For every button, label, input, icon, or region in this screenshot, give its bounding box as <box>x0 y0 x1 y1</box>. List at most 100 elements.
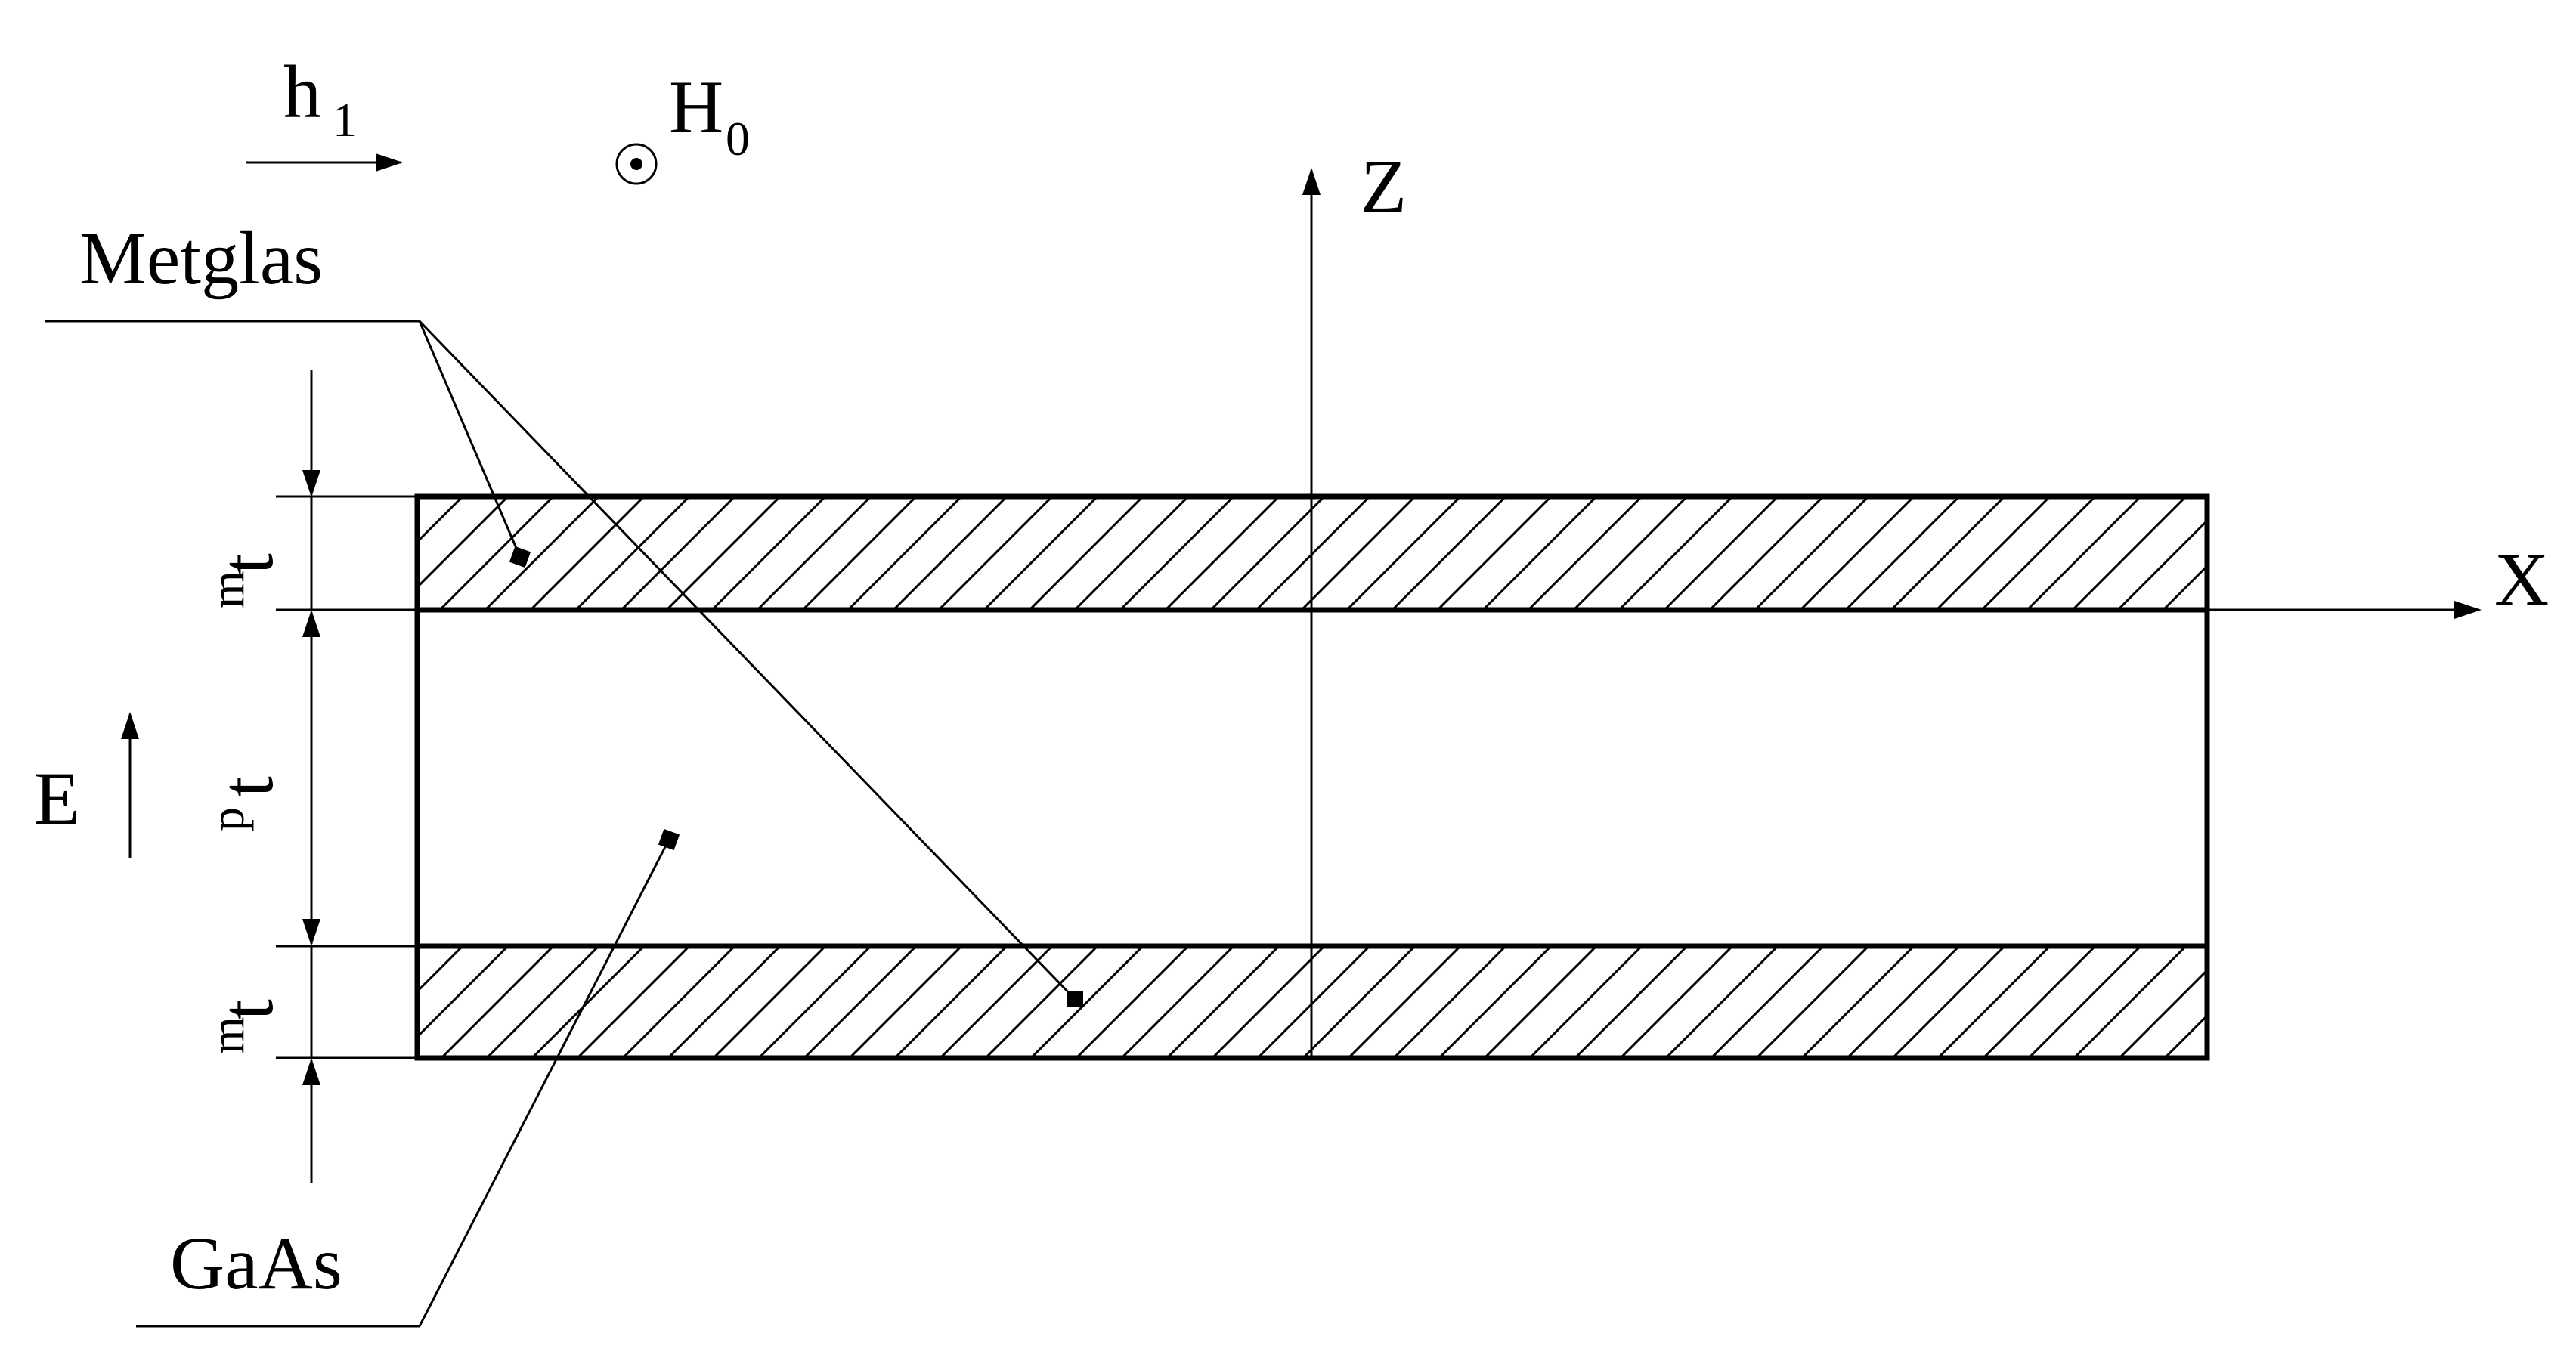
z-axis-label: Z <box>1361 144 1407 228</box>
svg-text:t: t <box>205 776 289 797</box>
metglas-hatch-line <box>1663 496 1779 610</box>
metglas-hatch-line <box>2163 1013 2207 1058</box>
metglas-hatch-line <box>1708 496 1825 610</box>
metglas-hatch-line <box>1937 946 2051 1058</box>
svg-text:t: t <box>205 999 289 1020</box>
metglas-hatch-line <box>939 946 1054 1058</box>
metglas-hatch-line <box>1846 946 1961 1058</box>
metglas-hatch-line <box>1209 496 1326 610</box>
metglas-top-layer <box>414 493 2413 613</box>
svg-text:m: m <box>200 1016 254 1054</box>
metglas-hatch-line <box>1935 496 2051 610</box>
metglas-hatch-line <box>1572 496 1689 610</box>
metglas-hatch-line <box>801 496 918 610</box>
metglas-hatch-line <box>484 496 600 610</box>
gaas-label: GaAs <box>170 1221 342 1305</box>
svg-text:t: t <box>205 553 289 574</box>
e-field-label: E <box>34 756 80 840</box>
metglas-hatch-line <box>2027 946 2142 1058</box>
metglas-hatch-line <box>2118 968 2207 1058</box>
metglas-hatch-line <box>417 946 419 948</box>
metglas-hatch-line <box>1755 946 1870 1058</box>
metglas-hatch-line <box>417 496 464 544</box>
tm-bottom-dim-label: t m <box>200 999 289 1054</box>
metglas-hatch-line <box>1754 496 1870 610</box>
metglas-hatch-line <box>2254 496 2367 610</box>
metglas-hatch-line <box>2299 496 2413 610</box>
metglas-hatch-line <box>576 946 691 1058</box>
metglas-hatch-line <box>1166 946 1280 1058</box>
metglas-bottom-layer <box>414 943 2413 1061</box>
metglas-leader-top <box>418 320 522 558</box>
metglas-hatch-line <box>1075 946 1190 1058</box>
metglas-hatch-line <box>756 496 872 610</box>
metglas-hatch-line <box>2210 946 2322 1058</box>
metglas-hatch-line <box>1891 946 2006 1058</box>
metglas-hatch-line <box>417 946 464 994</box>
gaas-leader <box>418 839 670 1327</box>
metglas-hatch-line <box>2301 946 2413 1058</box>
metglas-label: Metglas <box>79 216 323 300</box>
metglas-hatch-line <box>440 946 555 1058</box>
svg-text:m: m <box>200 571 254 608</box>
metglas-hatch-line <box>937 496 1054 610</box>
metglas-hatch-line <box>1710 946 1825 1058</box>
metglas-hatch-line <box>417 496 419 499</box>
metglas-hatch-line <box>983 496 1099 610</box>
metglas-hatch-line <box>1211 946 1326 1058</box>
metglas-hatch-line <box>1890 496 2006 610</box>
metglas-hatch-line <box>1844 496 1961 610</box>
metglas-hatch-line <box>984 946 1099 1058</box>
metglas-hatch-line <box>711 496 827 610</box>
metglas-hatch-line <box>531 946 646 1058</box>
metglas-hatch-line <box>1391 496 1507 610</box>
metglas-hatch-line <box>485 946 600 1058</box>
metglas-hatch-line <box>1618 496 1734 610</box>
metglas-hatch-line <box>1255 496 1371 610</box>
metglas-hatch-line <box>1528 946 1643 1058</box>
metglas-hatch-line <box>892 496 1008 610</box>
metglas-hatch-line <box>1119 496 1235 610</box>
svg-text:p: p <box>200 807 254 831</box>
metglas-top-marker <box>509 546 531 568</box>
metglas-hatch-line <box>665 496 782 610</box>
metglas-hatch-line <box>1527 496 1643 610</box>
metglas-hatch-line <box>2256 946 2367 1058</box>
metglas-hatch-line <box>893 946 1008 1058</box>
metglas-hatch-line <box>2162 564 2207 610</box>
metglas-hatch-line <box>529 496 646 610</box>
metglas-hatch-line <box>712 946 827 1058</box>
metglas-hatch-line <box>1164 496 1280 610</box>
metglas-hatch-line <box>848 946 963 1058</box>
metglas-hatch-line <box>1256 946 1371 1058</box>
metglas-hatch-line <box>1483 946 1598 1058</box>
metglas-hatch-line <box>2209 496 2322 610</box>
metglas-hatch-line <box>1028 496 1144 610</box>
metglas-hatch-line <box>2026 496 2142 610</box>
h1-label: h <box>283 50 321 134</box>
metglas-hatch-line <box>1073 496 1190 610</box>
metglas-hatch-line <box>2073 946 2187 1058</box>
metglas-hatch-line <box>620 496 736 610</box>
metglas-hatch-line <box>621 946 736 1058</box>
metglas-hatch-line <box>438 496 555 610</box>
metglas-hatch-line <box>1347 946 1462 1058</box>
h0-out-of-page-icon <box>615 143 658 185</box>
metglas-hatch-line <box>1664 946 1779 1058</box>
metglas-hatch-line <box>417 946 509 1039</box>
metglas-hatch-line <box>1345 496 1462 610</box>
metglas-hatch-line <box>2071 496 2187 610</box>
metglas-hatch-line <box>1438 946 1553 1058</box>
metglas-hatch-line <box>1300 496 1416 610</box>
metglas-hatch-line <box>1302 946 1416 1058</box>
metglas-hatch-line <box>1799 496 1915 610</box>
metglas-hatch-line <box>1982 946 2097 1058</box>
metglas-hatch-line <box>1800 946 1915 1058</box>
metglas-hatch-line <box>2116 518 2207 610</box>
metglas-hatch-line <box>1436 496 1553 610</box>
h0-label: H <box>669 65 723 149</box>
metglas-hatch-line <box>1619 946 1734 1058</box>
metglas-hatch-line <box>847 496 963 610</box>
metglas-hatch-line <box>1392 946 1507 1058</box>
